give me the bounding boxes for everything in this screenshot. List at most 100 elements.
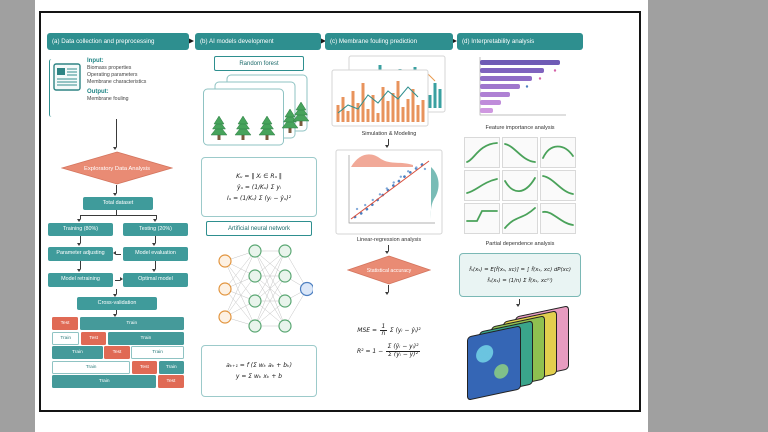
optimal-model-box: Optimal model	[123, 273, 188, 287]
cv-row: Train Test Train	[52, 360, 185, 374]
arrowhead-icon	[152, 243, 157, 246]
connector	[115, 279, 120, 281]
scatter-dots	[353, 159, 429, 219]
orange-bars	[336, 81, 425, 122]
rf-formula: Iᵤ = (1/Kᵤ) Σ (yᵢ − ŷᵤ)²	[226, 194, 292, 202]
cv-cell-train: Train	[52, 346, 103, 359]
pdp-formula: f̂ₛ(xₛ) = E[f̂(xₛ, xc)] = ∫ f̂(xₛ, xc) d…	[469, 266, 571, 273]
connector	[80, 236, 82, 243]
total-dataset-box: Total dataset	[83, 197, 153, 210]
cv-cell-test: Test	[52, 317, 79, 330]
arrowhead-icon	[385, 292, 390, 295]
connector	[116, 289, 118, 294]
arrowhead-icon	[77, 219, 82, 222]
cv-cell-train: Train	[52, 360, 131, 374]
connector	[388, 139, 390, 145]
io-bracket	[49, 59, 54, 117]
connector	[116, 253, 121, 255]
connector	[388, 285, 390, 292]
arrowhead-icon	[385, 251, 390, 254]
fraction: 1 n	[380, 323, 387, 338]
eda-diamond-label: Exploratory Data Analysis	[84, 166, 150, 172]
pdp-plot	[464, 170, 500, 201]
cv-cell-test: Test	[131, 360, 158, 374]
connector	[116, 119, 118, 147]
regression-line	[350, 160, 430, 220]
random-forest-formulas: Kᵤ = ‖ Xᵢ ∈ Rᵤ ‖ ŷᵤ = (1/Kᵤ) Σ yᵢ Iᵤ = (…	[201, 157, 317, 217]
input-item: Membrane characteristics	[87, 79, 147, 86]
cv-cell-train: Train	[107, 331, 185, 345]
statistical-accuracy-label: Statistical accuracy	[367, 268, 412, 274]
arrowhead-icon	[120, 277, 123, 281]
heatmap-stack-graphic	[467, 305, 573, 401]
arrowhead-icon	[113, 193, 118, 196]
cv-row: Train Test Train	[52, 331, 185, 345]
connector	[156, 215, 158, 219]
cross-validation-box: Cross-validation	[77, 297, 157, 310]
cv-cell-test: Test	[157, 375, 184, 388]
connector	[155, 261, 157, 269]
training-box: Training (80%)	[48, 223, 113, 236]
mse-prefix: MSE =	[357, 327, 377, 335]
panel-d-header: (d) Interpretability analysis	[457, 33, 583, 50]
pdp-plot	[502, 203, 538, 234]
model-retraining-box: Model retraining	[48, 273, 113, 287]
simulation-label: Simulation & Modeling	[361, 131, 417, 137]
panel-d: (d) Interpretability analysis Feature im…	[457, 33, 583, 405]
arrowhead-icon	[77, 269, 82, 272]
output-item: Membrane fouling	[87, 96, 129, 103]
plot-axes	[479, 57, 566, 116]
pdp-plot	[540, 137, 576, 168]
partial-dependence-grid	[464, 137, 576, 234]
parameter-adjusting-box: Parameter adjusting	[48, 247, 113, 261]
arrowhead-icon	[152, 269, 157, 272]
regression-label: Linear-regression analysis	[356, 237, 422, 243]
cv-row: Train Test	[52, 375, 184, 388]
r2-prefix: R² = 1 −	[356, 347, 384, 355]
testing-box: Testing (20%)	[123, 223, 188, 236]
arrowhead-icon	[77, 243, 82, 246]
ann-formulas: aₖ₊₁ = f (Σ wₖ aₖ + bₖ) y = Σ wₖ xₖ + b	[201, 345, 317, 397]
ann-formula: y = Σ wₖ xₖ + b	[235, 373, 283, 380]
connector	[519, 299, 521, 304]
rf-formula: Kᵤ = ‖ Xᵢ ∈ Rᵤ ‖	[236, 172, 282, 180]
numerator: Σ (ŷᵢ − yᵢ)²	[386, 343, 421, 352]
cv-cell-train: Train	[52, 375, 157, 388]
arrowhead-icon	[153, 219, 158, 222]
cv-cell-test: Test	[80, 331, 107, 345]
top-density-salmon	[351, 154, 413, 167]
connector	[388, 245, 390, 251]
connector	[80, 261, 82, 269]
cross-validation-table: Test Train Train Test Train Train Test T…	[52, 317, 185, 388]
regression-plot-graphic	[335, 149, 443, 235]
document-page: (a) Data collection and preprocessing In…	[35, 0, 648, 432]
pdp-formula: f̂ₛ(xₛ) = (1/n) Σ f̂(xₛ, xc⁽ⁱ⁾)	[487, 277, 553, 284]
denominator: Σ (yᵢ − ȳ)²	[388, 350, 418, 358]
feature-importance-graphic	[479, 57, 566, 116]
connector	[116, 210, 118, 215]
random-forest-trees-graphic	[203, 74, 310, 146]
rf-formula: ŷᵤ = (1/Kᵤ) Σ yᵢ	[237, 183, 281, 191]
cv-cell-train: Train	[79, 317, 184, 330]
eda-diamond: Exploratory Data Analysis	[61, 151, 173, 185]
panel-c-header: (c) Membrane fouling prediction	[325, 33, 453, 50]
cv-row: Test Train	[52, 317, 184, 330]
statistical-accuracy-diamond: Statistical accuracy	[347, 255, 431, 285]
connector	[80, 215, 82, 219]
pdp-plot	[540, 203, 576, 234]
pdp-plot	[540, 170, 576, 201]
cv-cell-train: Train	[131, 346, 184, 359]
panel-c: (c) Membrane fouling prediction Simulati…	[325, 33, 453, 405]
pdp-plot	[502, 170, 538, 201]
accuracy-formulas: MSE = 1 n Σ (yᵢ − ŷᵢ)² R² = 1 − Σ (ŷᵢ − …	[333, 299, 445, 383]
cv-row: Train Test Train	[52, 346, 184, 359]
cv-cell-test: Test	[104, 346, 130, 359]
neural-network-graphic	[218, 244, 313, 333]
heatmap-card	[467, 325, 521, 401]
cv-cell-train: Train	[158, 360, 185, 374]
pdp-plot	[464, 137, 500, 168]
panel-flow-arrow-icon	[451, 38, 457, 44]
figure-frame: (a) Data collection and preprocessing In…	[39, 11, 641, 412]
fraction: Σ (ŷᵢ − yᵢ)² Σ (yᵢ − ȳ)²	[386, 343, 421, 358]
arrowhead-icon	[516, 304, 521, 307]
